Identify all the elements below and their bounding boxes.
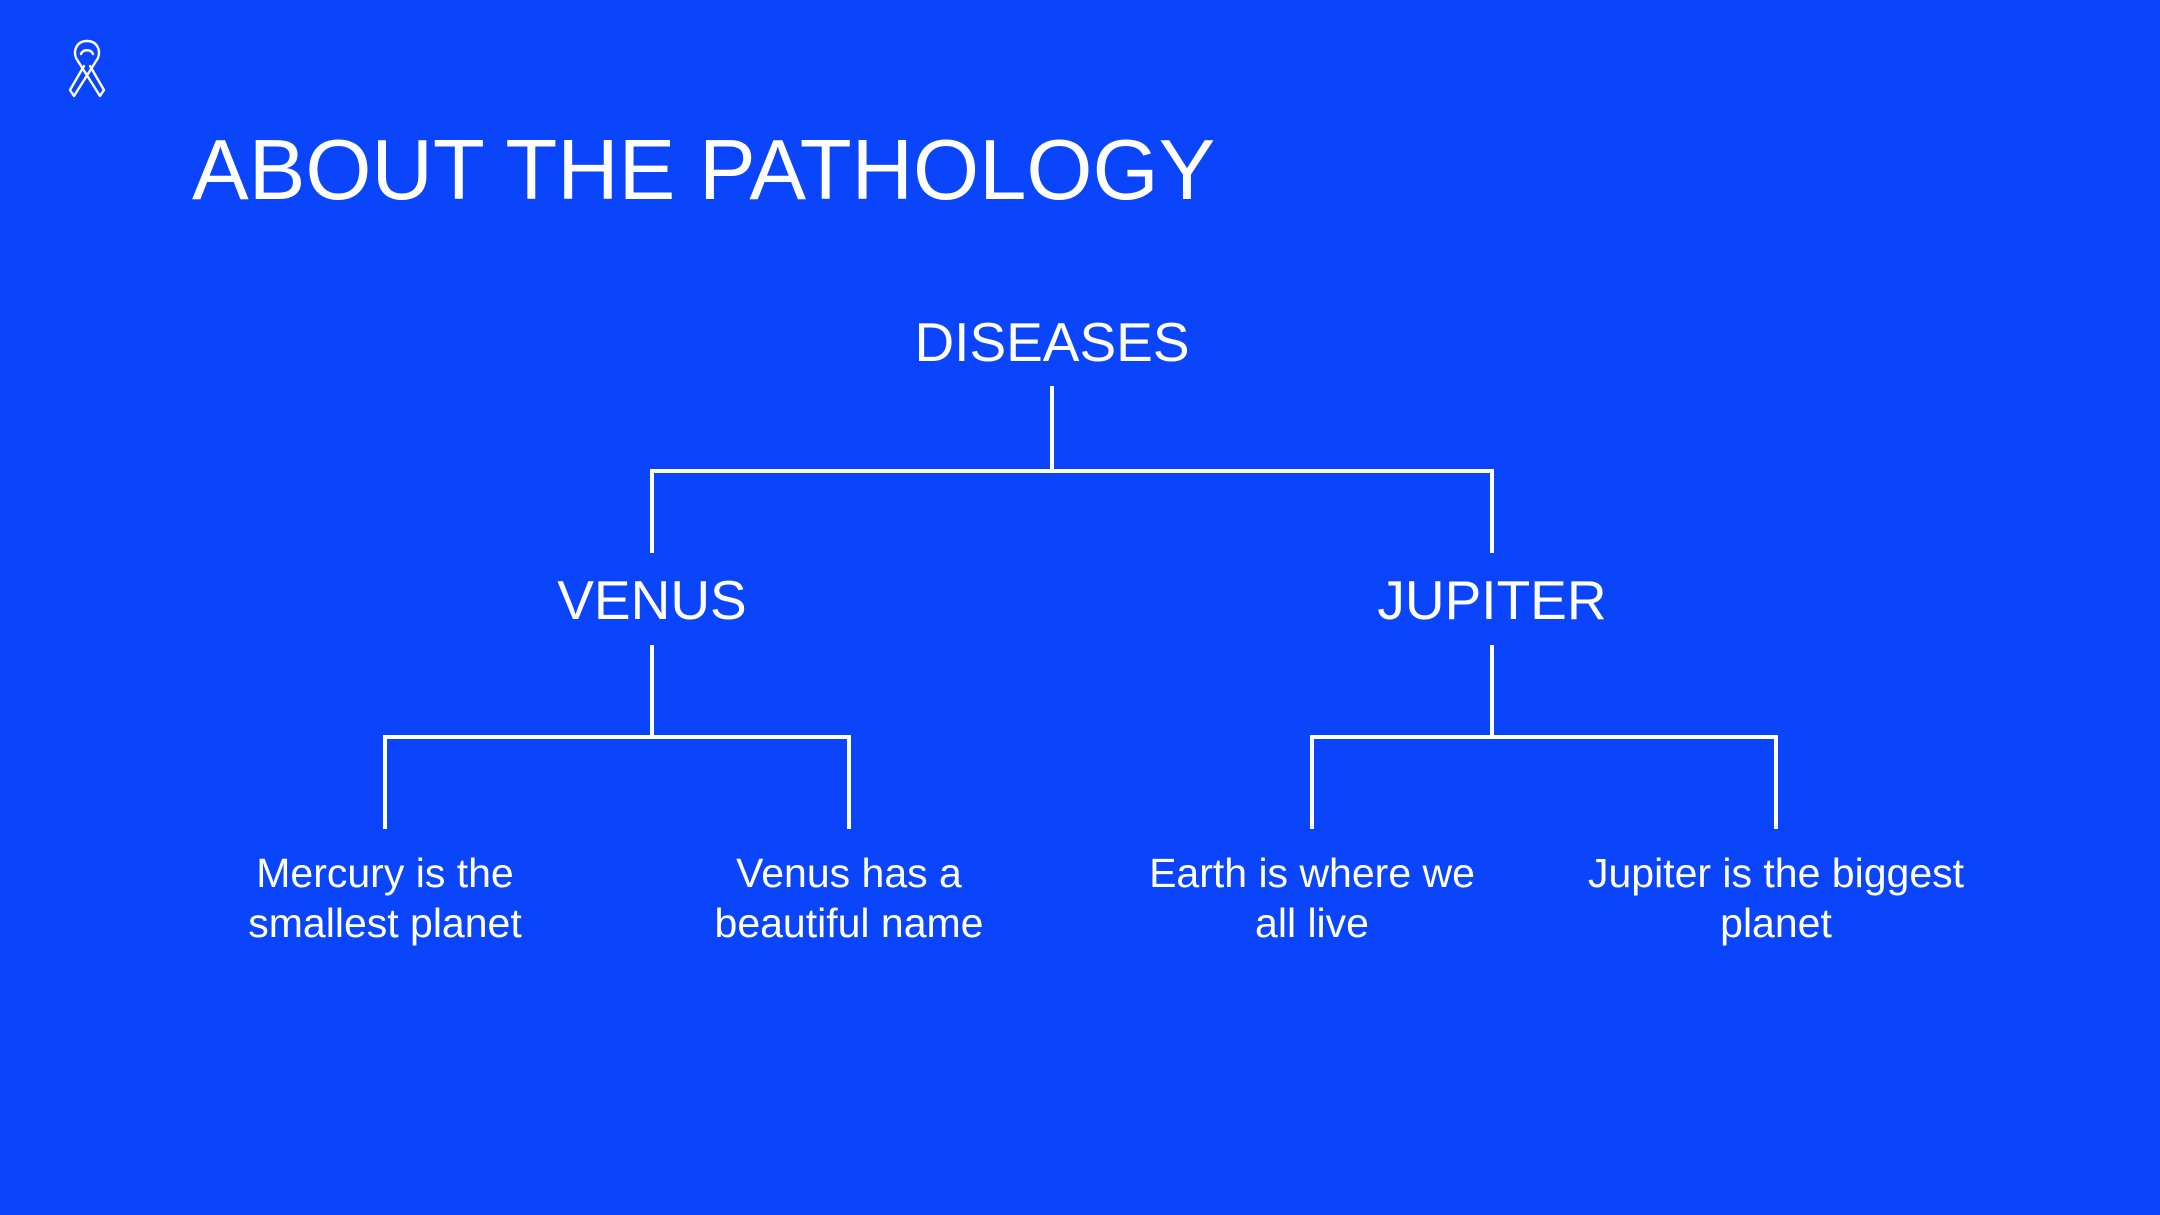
leaf-text-line: smallest planet xyxy=(248,900,522,946)
leaf-text-line: Mercury is the xyxy=(256,850,514,896)
awareness-ribbon-icon xyxy=(68,39,106,98)
venus-branch-bracket xyxy=(383,735,851,829)
root-node-label: DISEASES xyxy=(914,311,1190,373)
leaf-node-jupiter: Jupiter is the biggest planet xyxy=(1556,848,1996,948)
branch-node-label-venus: VENUS xyxy=(557,569,747,631)
jupiter-branch-bracket xyxy=(1310,735,1778,829)
leaf-text-line: all live xyxy=(1255,900,1369,946)
page-title: ABOUT THE PATHOLOGY xyxy=(192,123,1216,218)
branch-node-label-jupiter: JUPITER xyxy=(1377,569,1607,631)
leaf-text-line: Earth is where we xyxy=(1149,850,1475,896)
leaf-text-line: Venus has a xyxy=(736,850,962,896)
leaf-node-mercury: Mercury is the smallest planet xyxy=(165,848,605,948)
leaf-text-line: beautiful name xyxy=(714,900,984,946)
root-branch-bracket xyxy=(650,469,1494,553)
leaf-node-earth: Earth is where we all live xyxy=(1092,848,1532,948)
leaf-text-line: planet xyxy=(1720,900,1832,946)
leaf-text-line: Jupiter is the biggest xyxy=(1587,850,1965,896)
leaf-node-venus: Venus has a beautiful name xyxy=(629,848,1069,948)
